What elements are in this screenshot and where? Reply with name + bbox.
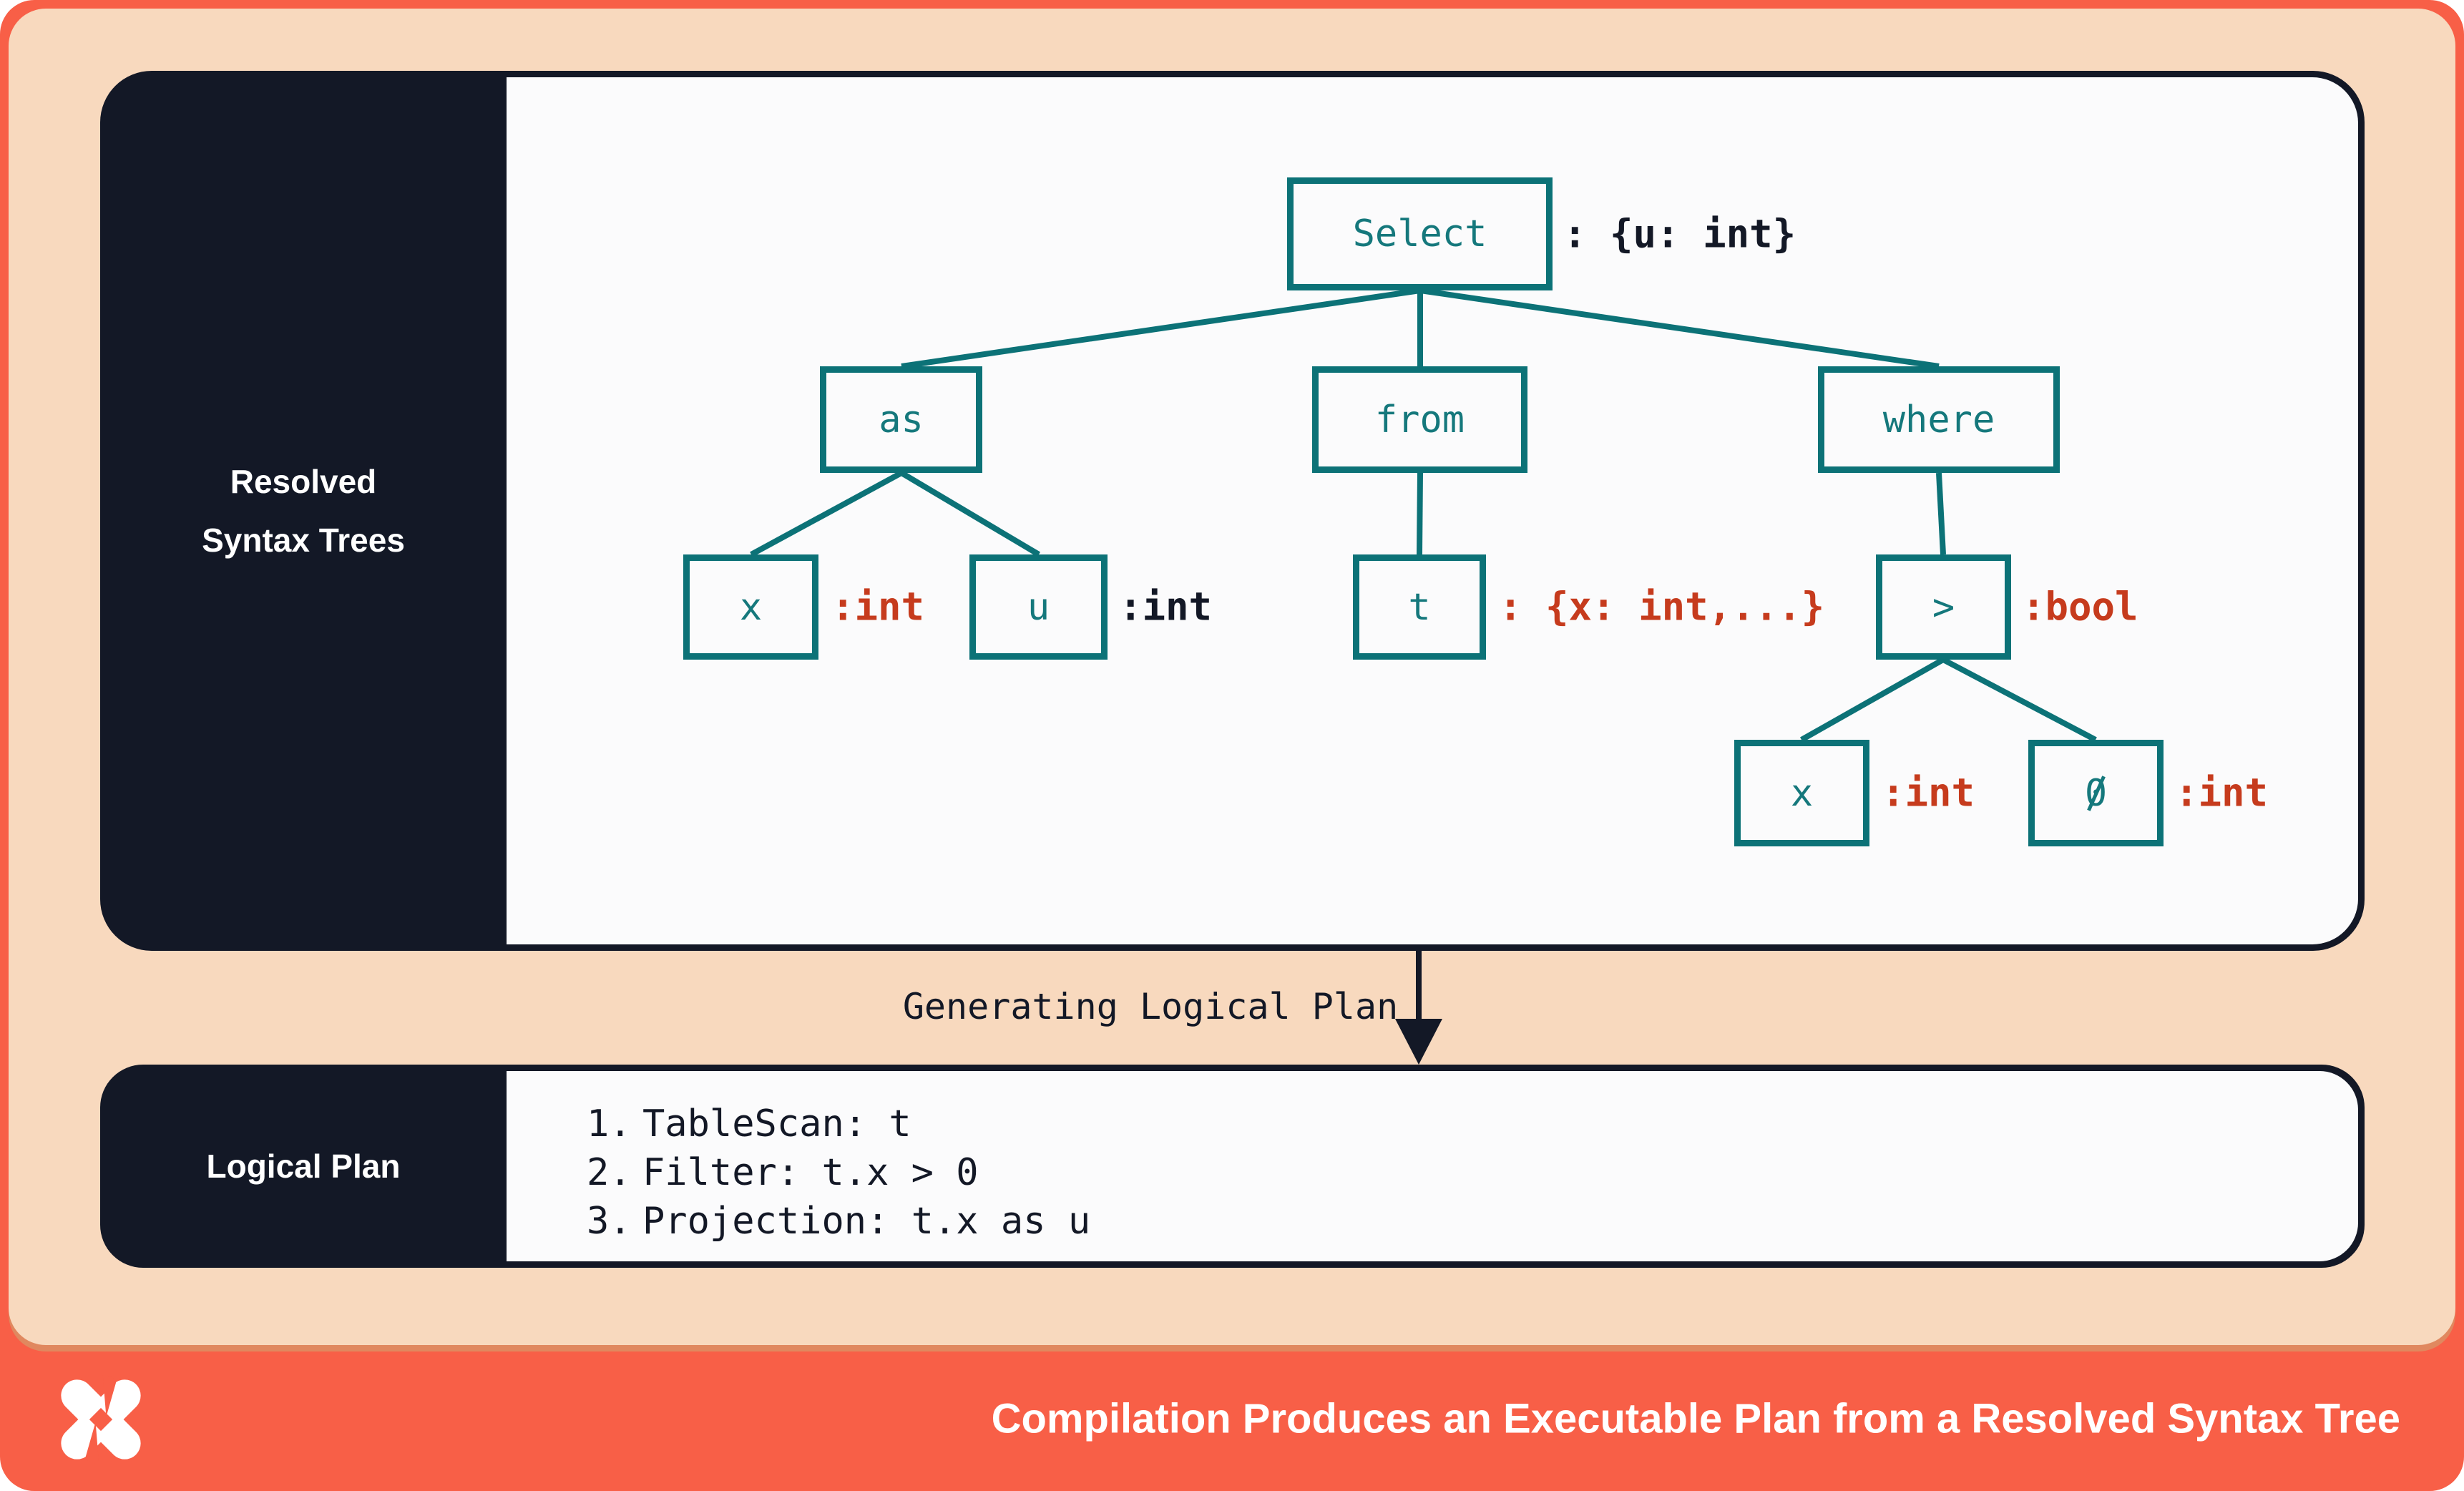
transition-label: Generating Logical Plan bbox=[902, 986, 1399, 1027]
tree-node-x-where: x bbox=[1734, 740, 1869, 846]
tree-edges bbox=[750, 288, 2097, 743]
plan-step-2-text: Filter: t.x > 0 bbox=[642, 1151, 979, 1194]
tree-node-greater-than: > bbox=[1876, 554, 2011, 660]
syntax-tree: Select as from where x u t bbox=[100, 71, 2365, 951]
logical-plan-steps: 1.TableScan: t 2.Filter: t.x > 0 3.Proje… bbox=[587, 1100, 1090, 1246]
syntax-panel-label-line1: Resolved bbox=[230, 463, 377, 500]
logical-panel-label: Logical Plan bbox=[100, 1065, 507, 1268]
tree-node-where: where bbox=[1818, 366, 2060, 473]
tree-node-greater-than-label: > bbox=[1932, 585, 1955, 629]
tree-node-where-label: where bbox=[1882, 398, 1995, 441]
tree-node-x-as: x bbox=[683, 554, 818, 660]
plan-step-1-number: 1. bbox=[587, 1103, 632, 1145]
plan-step-1: 1.TableScan: t bbox=[587, 1100, 1090, 1148]
tree-node-select-label: Select bbox=[1352, 212, 1487, 255]
resolved-syntax-trees-panel: Resolved Syntax Trees bbox=[100, 71, 2365, 951]
plan-step-3-number: 3. bbox=[587, 1200, 632, 1243]
type-annotation-x-where: :int bbox=[1882, 770, 1975, 816]
tree-node-zero-label: 0 bbox=[2084, 771, 2108, 815]
tree-node-from-label: from bbox=[1374, 398, 1465, 441]
down-arrow-line bbox=[1416, 951, 1422, 1022]
logical-panel-label-text: Logical Plan bbox=[206, 1148, 401, 1185]
logical-plan-panel: Logical Plan 1.TableScan: t 2.Filter: t.… bbox=[100, 1065, 2365, 1268]
tree-node-as: as bbox=[820, 366, 982, 473]
footer-title: Compilation Produces an Executable Plan … bbox=[991, 1395, 2400, 1442]
plan-step-1-text: TableScan: t bbox=[642, 1103, 911, 1145]
plan-step-2: 2.Filter: t.x > 0 bbox=[587, 1148, 1090, 1197]
plan-step-3-text: Projection: t.x as u bbox=[642, 1200, 1091, 1243]
type-annotation-greater-than: :bool bbox=[2022, 584, 2138, 630]
tree-node-x-where-label: x bbox=[1790, 771, 1814, 815]
type-annotation-zero: :int bbox=[2175, 770, 2269, 816]
type-annotation-x-as: :int bbox=[831, 584, 925, 630]
syntax-panel-label-line2: Syntax Trees bbox=[202, 522, 405, 559]
tree-node-select: Select bbox=[1287, 177, 1553, 290]
plan-step-2-number: 2. bbox=[587, 1151, 632, 1194]
type-annotation-u: :int bbox=[1119, 584, 1213, 630]
tree-node-zero: 0 bbox=[2028, 740, 2164, 846]
tree-node-from: from bbox=[1312, 366, 1527, 473]
type-annotation-select: : {u: int} bbox=[1563, 211, 1796, 257]
type-annotation-t: : {x: int,...} bbox=[1499, 584, 1825, 630]
tree-node-t: t bbox=[1353, 554, 1486, 660]
syntax-panel-label: Resolved Syntax Trees bbox=[100, 71, 507, 951]
tree-node-u-label: u bbox=[1027, 585, 1050, 629]
plan-step-3: 3.Projection: t.x as u bbox=[587, 1197, 1090, 1246]
tree-node-as-label: as bbox=[879, 398, 924, 441]
tree-node-u: u bbox=[969, 554, 1108, 660]
x-mark-logo-icon bbox=[61, 1375, 141, 1464]
slide-canvas: Resolved Syntax Trees bbox=[9, 9, 2455, 1345]
logical-plan-area bbox=[507, 1071, 2358, 1261]
tree-node-x-as-label: x bbox=[739, 585, 763, 629]
down-arrow-icon bbox=[1395, 1019, 1442, 1065]
tree-node-t-label: t bbox=[1408, 585, 1431, 629]
